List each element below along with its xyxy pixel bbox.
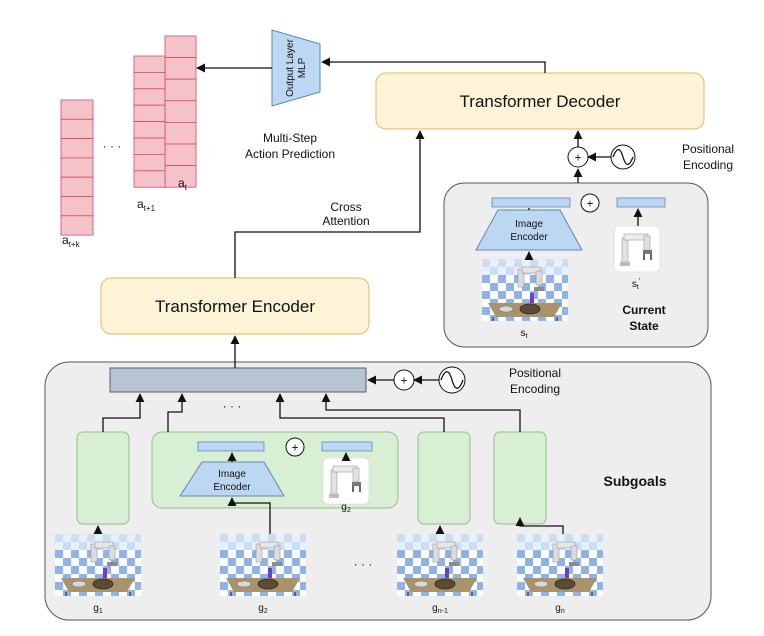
action-a-t1-cell bbox=[133, 88, 166, 106]
action-a-t1-cell bbox=[133, 121, 166, 139]
state-proprio-label: st' bbox=[632, 278, 640, 291]
transformer-encoder-label: Transformer Encoder bbox=[155, 297, 315, 316]
subgoal-image-g2 bbox=[219, 533, 307, 597]
subgoal-embedding-gn-1 bbox=[417, 431, 471, 525]
positional-encoding-bottom-line2: Encoding bbox=[510, 382, 560, 396]
action-a-tk-cell bbox=[60, 157, 94, 178]
subgoal-label-g1: g1 bbox=[93, 603, 103, 615]
state-image-encoder-line2: Encoder bbox=[510, 232, 548, 243]
action-a-t1-cell bbox=[133, 137, 166, 155]
encoder-plus-symbol: + bbox=[400, 374, 407, 388]
state-scene-image bbox=[481, 258, 569, 322]
current-state-label-line2: State bbox=[629, 319, 659, 333]
action-chunk-a-t1 bbox=[133, 55, 166, 188]
action-a-t-cell bbox=[164, 57, 197, 80]
cross-attention-arrow bbox=[234, 130, 425, 278]
current-state-label-line1: Current bbox=[622, 303, 665, 317]
output-mlp-label-line1: Output Layer bbox=[285, 38, 296, 96]
action-chunk-a-t bbox=[164, 35, 197, 188]
cross-attention-line2: Attention bbox=[322, 214, 369, 228]
action-a-t1-cell bbox=[133, 72, 166, 90]
subgoal-image-encoder-line1: Image bbox=[218, 469, 246, 480]
subgoal-image-gn bbox=[516, 533, 604, 597]
action-label-a-t1: at+1 bbox=[137, 197, 156, 213]
action-a-t-cell bbox=[164, 122, 197, 145]
action-a-tk-cell bbox=[60, 99, 94, 120]
decoder-plus-symbol: + bbox=[574, 151, 581, 165]
action-label-a-tk: at+k bbox=[62, 233, 81, 249]
action-a-t1-cell bbox=[133, 170, 166, 188]
output-mlp-label-line2: MLP bbox=[297, 57, 308, 78]
decoder-sine-wave-icon bbox=[612, 148, 634, 166]
positional-encoding-top-line2: Encoding bbox=[683, 158, 733, 172]
action-a-tk-cell bbox=[60, 138, 94, 159]
state-image-token bbox=[491, 197, 571, 208]
action-chunk-ellipsis: · · · bbox=[103, 139, 122, 153]
subgoal-plus-symbol: + bbox=[291, 441, 298, 455]
state-image-label: st bbox=[521, 328, 528, 340]
action-a-t1-cell bbox=[133, 104, 166, 122]
action-label-a-t: at bbox=[178, 176, 188, 192]
multi-step-label-line1: Multi-Step bbox=[263, 131, 317, 145]
state-plus-circle bbox=[580, 193, 600, 213]
action-a-t-cell bbox=[164, 143, 197, 167]
action-a-t-cell bbox=[164, 35, 197, 59]
subgoal-image-encoder-line2: Encoder bbox=[213, 482, 251, 493]
action-chunk-a-tk bbox=[60, 99, 94, 236]
action-a-tk-cell bbox=[60, 118, 94, 140]
state-image-encoder-line1: Image bbox=[515, 219, 543, 230]
cross-attention-line1: Cross bbox=[330, 200, 361, 214]
subgoal-image-gn-1 bbox=[396, 533, 484, 597]
subgoal-proprio-token bbox=[321, 441, 373, 452]
action-a-t1-cell bbox=[133, 55, 166, 73]
subgoal-label-gn: gn bbox=[555, 603, 565, 615]
state-plus-symbol: + bbox=[586, 197, 593, 211]
subgoal-image-encoder bbox=[179, 461, 285, 497]
output-layer-mlp bbox=[271, 29, 321, 107]
subgoal-image-g1 bbox=[54, 533, 142, 597]
state-proprio-image bbox=[613, 225, 661, 273]
encoder-sine-wave-icon bbox=[440, 371, 464, 389]
decoder-to-mlp-arrow bbox=[321, 57, 546, 73]
action-a-t-cell bbox=[164, 100, 197, 123]
action-a-tk-cell bbox=[60, 176, 94, 197]
subgoal-ellipsis-bottom: · · · bbox=[354, 557, 373, 571]
subgoal-label-g2: g2 bbox=[258, 603, 268, 615]
action-a-t1-cell bbox=[133, 153, 166, 172]
action-a-tk-cell bbox=[60, 196, 94, 217]
transformer-decoder-label: Transformer Decoder bbox=[460, 92, 621, 111]
positional-encoding-bottom-line1: Positional bbox=[509, 366, 561, 380]
subgoal-token-sequence bbox=[109, 367, 367, 393]
subgoal-image-token bbox=[197, 441, 265, 452]
action-a-t-cell bbox=[164, 78, 197, 102]
state-proprio-token bbox=[616, 197, 666, 208]
subgoal-plus-circle bbox=[285, 437, 305, 457]
subgoal-proprio-label: g2 bbox=[341, 502, 351, 514]
subgoal-embedding-g1 bbox=[76, 431, 130, 525]
positional-encoding-top-line1: Positional bbox=[682, 142, 734, 156]
action-a-tk-cell bbox=[60, 215, 94, 236]
subgoals-label: Subgoals bbox=[603, 473, 666, 489]
transformer-decoder-block bbox=[375, 72, 705, 130]
subgoal-ellipsis-top: · · · bbox=[223, 399, 242, 413]
subgoal-proprio-image bbox=[322, 457, 370, 505]
subgoal-embedding-gn bbox=[493, 431, 547, 525]
multi-step-label-line2: Action Prediction bbox=[245, 147, 335, 161]
subgoal-label-gn-1: gn-1 bbox=[432, 603, 448, 615]
state-image-encoder bbox=[475, 209, 583, 251]
